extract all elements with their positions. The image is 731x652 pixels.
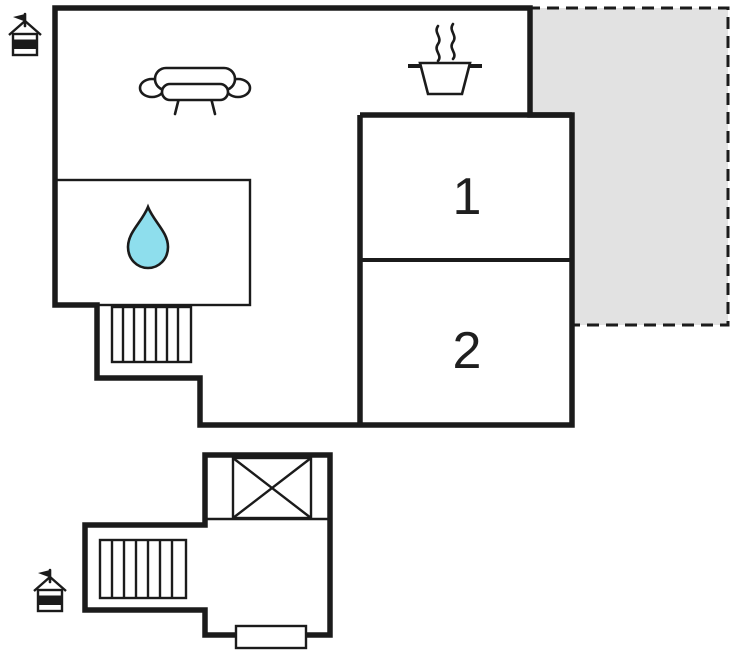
stairs-icon: [98, 538, 188, 600]
room-1-label: 1: [453, 168, 482, 226]
stove-pot-icon: [408, 22, 482, 96]
room-2-label: 2: [453, 322, 482, 380]
steam-icon: [435, 24, 441, 63]
entrance-house-icon: [32, 568, 68, 613]
water-drop-icon: [126, 203, 170, 270]
door-step-icon: [234, 624, 308, 650]
bathroom-area: [53, 178, 252, 307]
sofa-icon: [138, 66, 252, 116]
stairs-icon: [110, 305, 193, 364]
entrance-house-icon: [7, 12, 43, 57]
crossed-square-icon: [207, 456, 328, 521]
sofa-seat: [160, 82, 230, 102]
steam-icon: [450, 22, 456, 61]
pot-body: [418, 61, 472, 96]
